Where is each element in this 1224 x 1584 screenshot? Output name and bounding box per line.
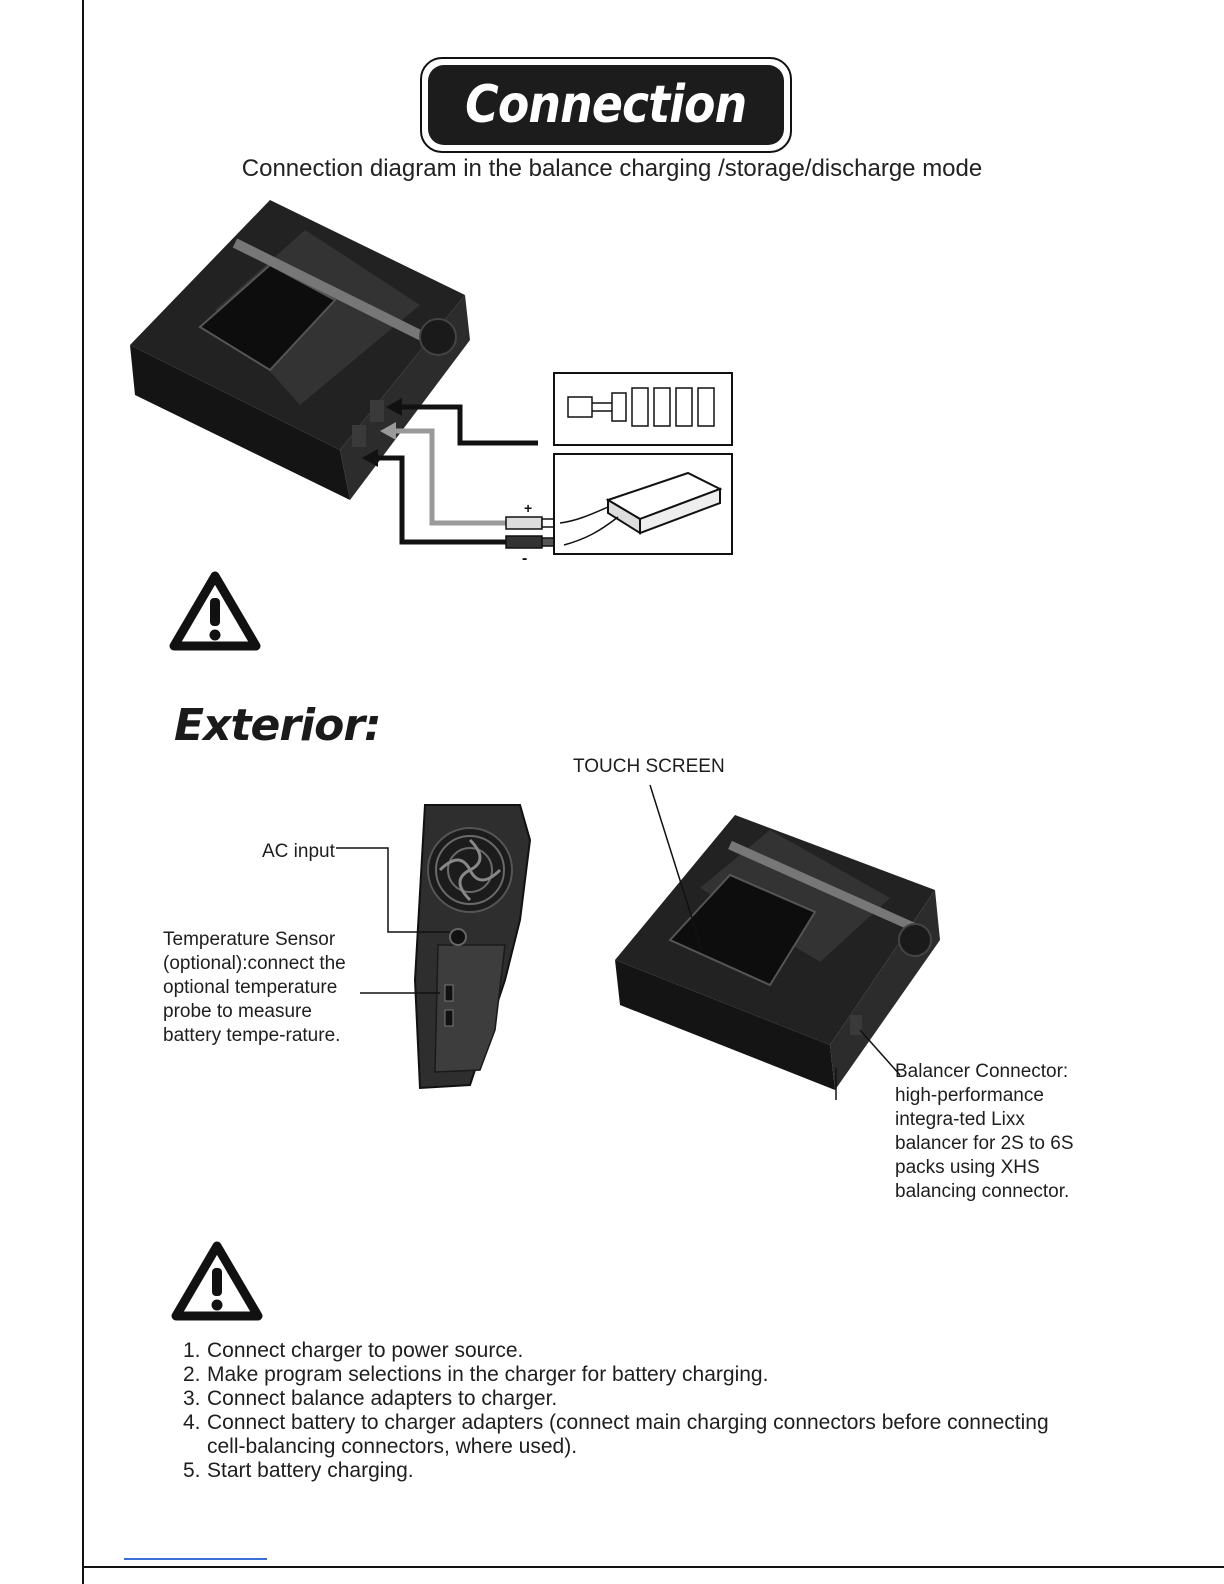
temperature-sensor-line: Temperature Sensor bbox=[163, 929, 336, 950]
sensor-port bbox=[444, 984, 454, 1002]
bottom-margin-rule bbox=[82, 1566, 1224, 1568]
minus-sign: - bbox=[522, 550, 527, 567]
plus-sign: + bbox=[524, 500, 532, 516]
title-badge-fill: Connection bbox=[428, 65, 784, 145]
positive-lead-arrow bbox=[380, 422, 506, 526]
footer-link-underline bbox=[124, 1558, 267, 1560]
page-title: Connection bbox=[465, 75, 747, 135]
step-text: Connect charger to power source. bbox=[207, 1339, 524, 1362]
balancer-line: Balancer Connector: bbox=[895, 1061, 1069, 1082]
ac-input-leader-line bbox=[336, 847, 450, 933]
step-number: 5. bbox=[183, 1459, 201, 1482]
balancer-line: high-performance bbox=[895, 1085, 1044, 1106]
title-badge: Connection bbox=[420, 57, 792, 153]
balancer-line: packs using XHS bbox=[895, 1157, 1040, 1178]
battery-pack-box bbox=[553, 453, 733, 555]
touch-screen-leader-line bbox=[649, 784, 703, 951]
balancer-line: balancing connector. bbox=[895, 1181, 1070, 1202]
balancer-leader-line bbox=[859, 1029, 901, 1076]
balancer-connector-label: Balancer Connector: high-performance int… bbox=[895, 1060, 1095, 1204]
charger-illustration bbox=[130, 200, 470, 500]
charger-front-illustration bbox=[615, 815, 940, 1090]
temperature-sensor-line: optional temperature bbox=[163, 977, 338, 998]
connection-diagram: + - bbox=[130, 200, 733, 567]
diagram-caption: Connection diagram in the balance chargi… bbox=[241, 155, 983, 182]
touch-screen-label: TOUCH SCREEN bbox=[573, 756, 725, 777]
step-item: 3. Connect balance adapters to charger. bbox=[183, 1387, 1083, 1411]
charging-steps-list: 1. Connect charger to power source. 2. M… bbox=[183, 1339, 1083, 1483]
temperature-sensor-label: Temperature Sensor (optional):connect th… bbox=[163, 928, 363, 1048]
balance-connector-box bbox=[553, 372, 733, 446]
balancer-line: balancer for 2S to 6S bbox=[895, 1133, 1074, 1154]
step-number: 3. bbox=[183, 1387, 201, 1410]
negative-lead-arrow bbox=[362, 449, 506, 545]
left-margin-rule bbox=[82, 0, 84, 1584]
step-text: Connect balance adapters to charger. bbox=[207, 1387, 558, 1410]
step-number: 2. bbox=[183, 1363, 201, 1386]
step-text: Start battery charging. bbox=[207, 1459, 414, 1482]
step-item: 1. Connect charger to power source. bbox=[183, 1339, 1083, 1363]
cooling-fan-icon bbox=[427, 827, 513, 913]
positive-banana-plug bbox=[505, 516, 555, 530]
ac-input-label: AC input bbox=[262, 841, 335, 862]
sensor-port bbox=[444, 1009, 454, 1027]
step-text: Connect battery to charger adapters (con… bbox=[207, 1411, 1049, 1458]
warning-triangle-icon bbox=[171, 1241, 263, 1321]
temperature-sensor-line: battery tempe-rature. bbox=[163, 1025, 341, 1046]
step-number: 4. bbox=[183, 1411, 201, 1434]
exterior-heading: Exterior: bbox=[174, 700, 382, 751]
temperature-sensor-line: (optional):connect the bbox=[163, 953, 346, 974]
step-number: 1. bbox=[183, 1339, 201, 1362]
step-item: 4. Connect battery to charger adapters (… bbox=[183, 1411, 1083, 1459]
negative-banana-plug bbox=[505, 535, 555, 549]
temperature-sensor-line: probe to measure bbox=[163, 1001, 312, 1022]
balancer-lower-leader-line bbox=[835, 1068, 837, 1100]
step-text: Make program selections in the charger f… bbox=[207, 1363, 769, 1386]
ac-input-socket bbox=[449, 928, 467, 946]
step-item: 2. Make program selections in the charge… bbox=[183, 1363, 1083, 1387]
exterior-diagram bbox=[336, 784, 940, 1100]
step-item: 5. Start battery charging. bbox=[183, 1459, 1083, 1483]
balance-lead-arrow bbox=[386, 398, 538, 446]
warning-triangle-icon bbox=[169, 571, 261, 651]
balancer-line: integra-ted Lixx bbox=[895, 1109, 1025, 1130]
